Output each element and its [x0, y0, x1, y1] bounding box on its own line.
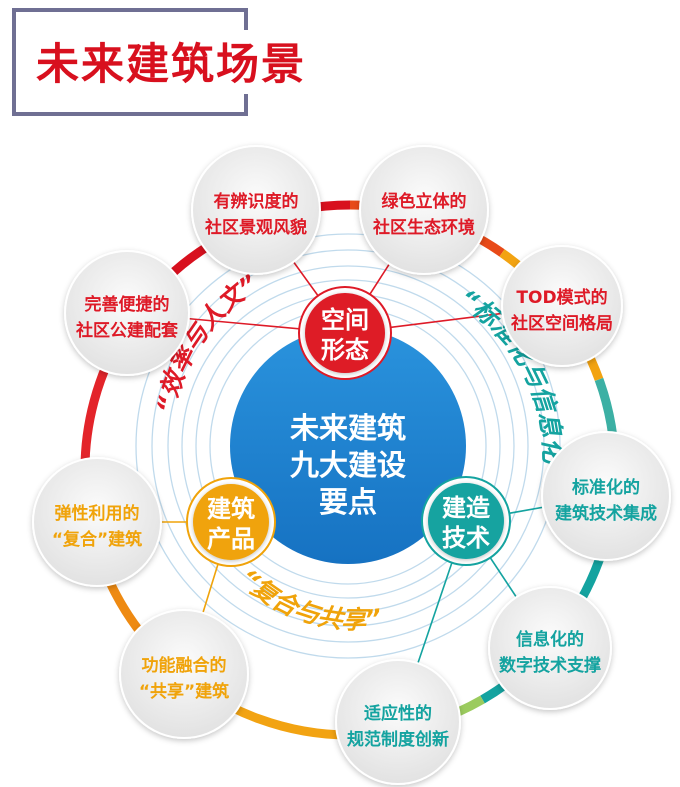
pillar-label: 产品	[207, 525, 255, 553]
pillar-fill	[193, 484, 269, 560]
pillar-fill	[428, 483, 504, 559]
node-elastic: 弹性利用的 “复合”建筑	[32, 457, 162, 587]
pillar-label: 建造	[442, 494, 490, 522]
node-label: 社区空间格局	[510, 313, 613, 334]
node-label: 建筑技术集成	[555, 503, 657, 524]
concentric-ring	[181, 279, 515, 613]
node-circle	[64, 250, 190, 376]
node-label: 弹性利用的	[55, 503, 140, 524]
pillar-label: 形态	[321, 336, 369, 364]
center-line-3: 要点	[319, 485, 377, 519]
title-frame	[12, 8, 248, 116]
concentric-rings	[135, 233, 561, 659]
node-circle	[335, 659, 461, 785]
node-circle	[359, 145, 489, 275]
theme-sharing: “复合与共享”	[234, 563, 383, 635]
center-line-1: 未来建筑	[290, 411, 406, 445]
node-fusion: 功能融合的 “共享”建筑	[119, 609, 249, 739]
center-line-2: 九大建设	[290, 448, 406, 482]
node-label: 功能融合的	[142, 655, 227, 676]
concentric-ring	[135, 233, 561, 659]
node-label: 规范制度创新	[347, 729, 449, 750]
pillar-fill	[305, 293, 385, 373]
node-label: 数字技术支撑	[499, 655, 601, 676]
pillar-label: 建筑	[207, 495, 255, 523]
node-label: 社区公建配套	[75, 320, 179, 341]
node-label: 信息化的	[516, 629, 584, 650]
pillar-label: 技术	[442, 524, 490, 552]
concentric-ring	[167, 265, 529, 627]
center-circle-fill	[230, 328, 466, 564]
center-circle: 未来建筑 九大建设 要点	[230, 328, 466, 564]
concentric-ring	[151, 249, 545, 643]
node-circle	[32, 457, 162, 587]
node-circle	[119, 609, 249, 739]
outer-nodes: 有辨识度的社区景观风貌绿色立体的社区生态环境TOD模式的社区空间格局完善便捷的社…	[32, 145, 671, 785]
node-circle	[191, 145, 321, 275]
node-circle	[541, 431, 671, 561]
page-title: 未来建筑场景	[36, 40, 306, 90]
node-label: 社区生态环境	[372, 217, 475, 238]
node-label: “共享”建筑	[139, 681, 229, 702]
theme-sharing-text: “复合与共享”	[234, 563, 383, 635]
node-label: 有辨识度的	[214, 191, 299, 212]
node-label: “复合”建筑	[52, 529, 142, 550]
pillar-label: 空间	[321, 306, 369, 334]
node-label: 适应性的	[364, 703, 432, 724]
node-label: 社区景观风貌	[204, 217, 307, 238]
node-circle	[488, 586, 612, 710]
node-label: 标准化的	[572, 477, 640, 498]
node-label: 绿色立体的	[382, 191, 467, 212]
node-label: 完善便捷的	[85, 294, 170, 315]
node-circle	[501, 245, 623, 367]
node-label: TOD模式的	[516, 287, 607, 308]
